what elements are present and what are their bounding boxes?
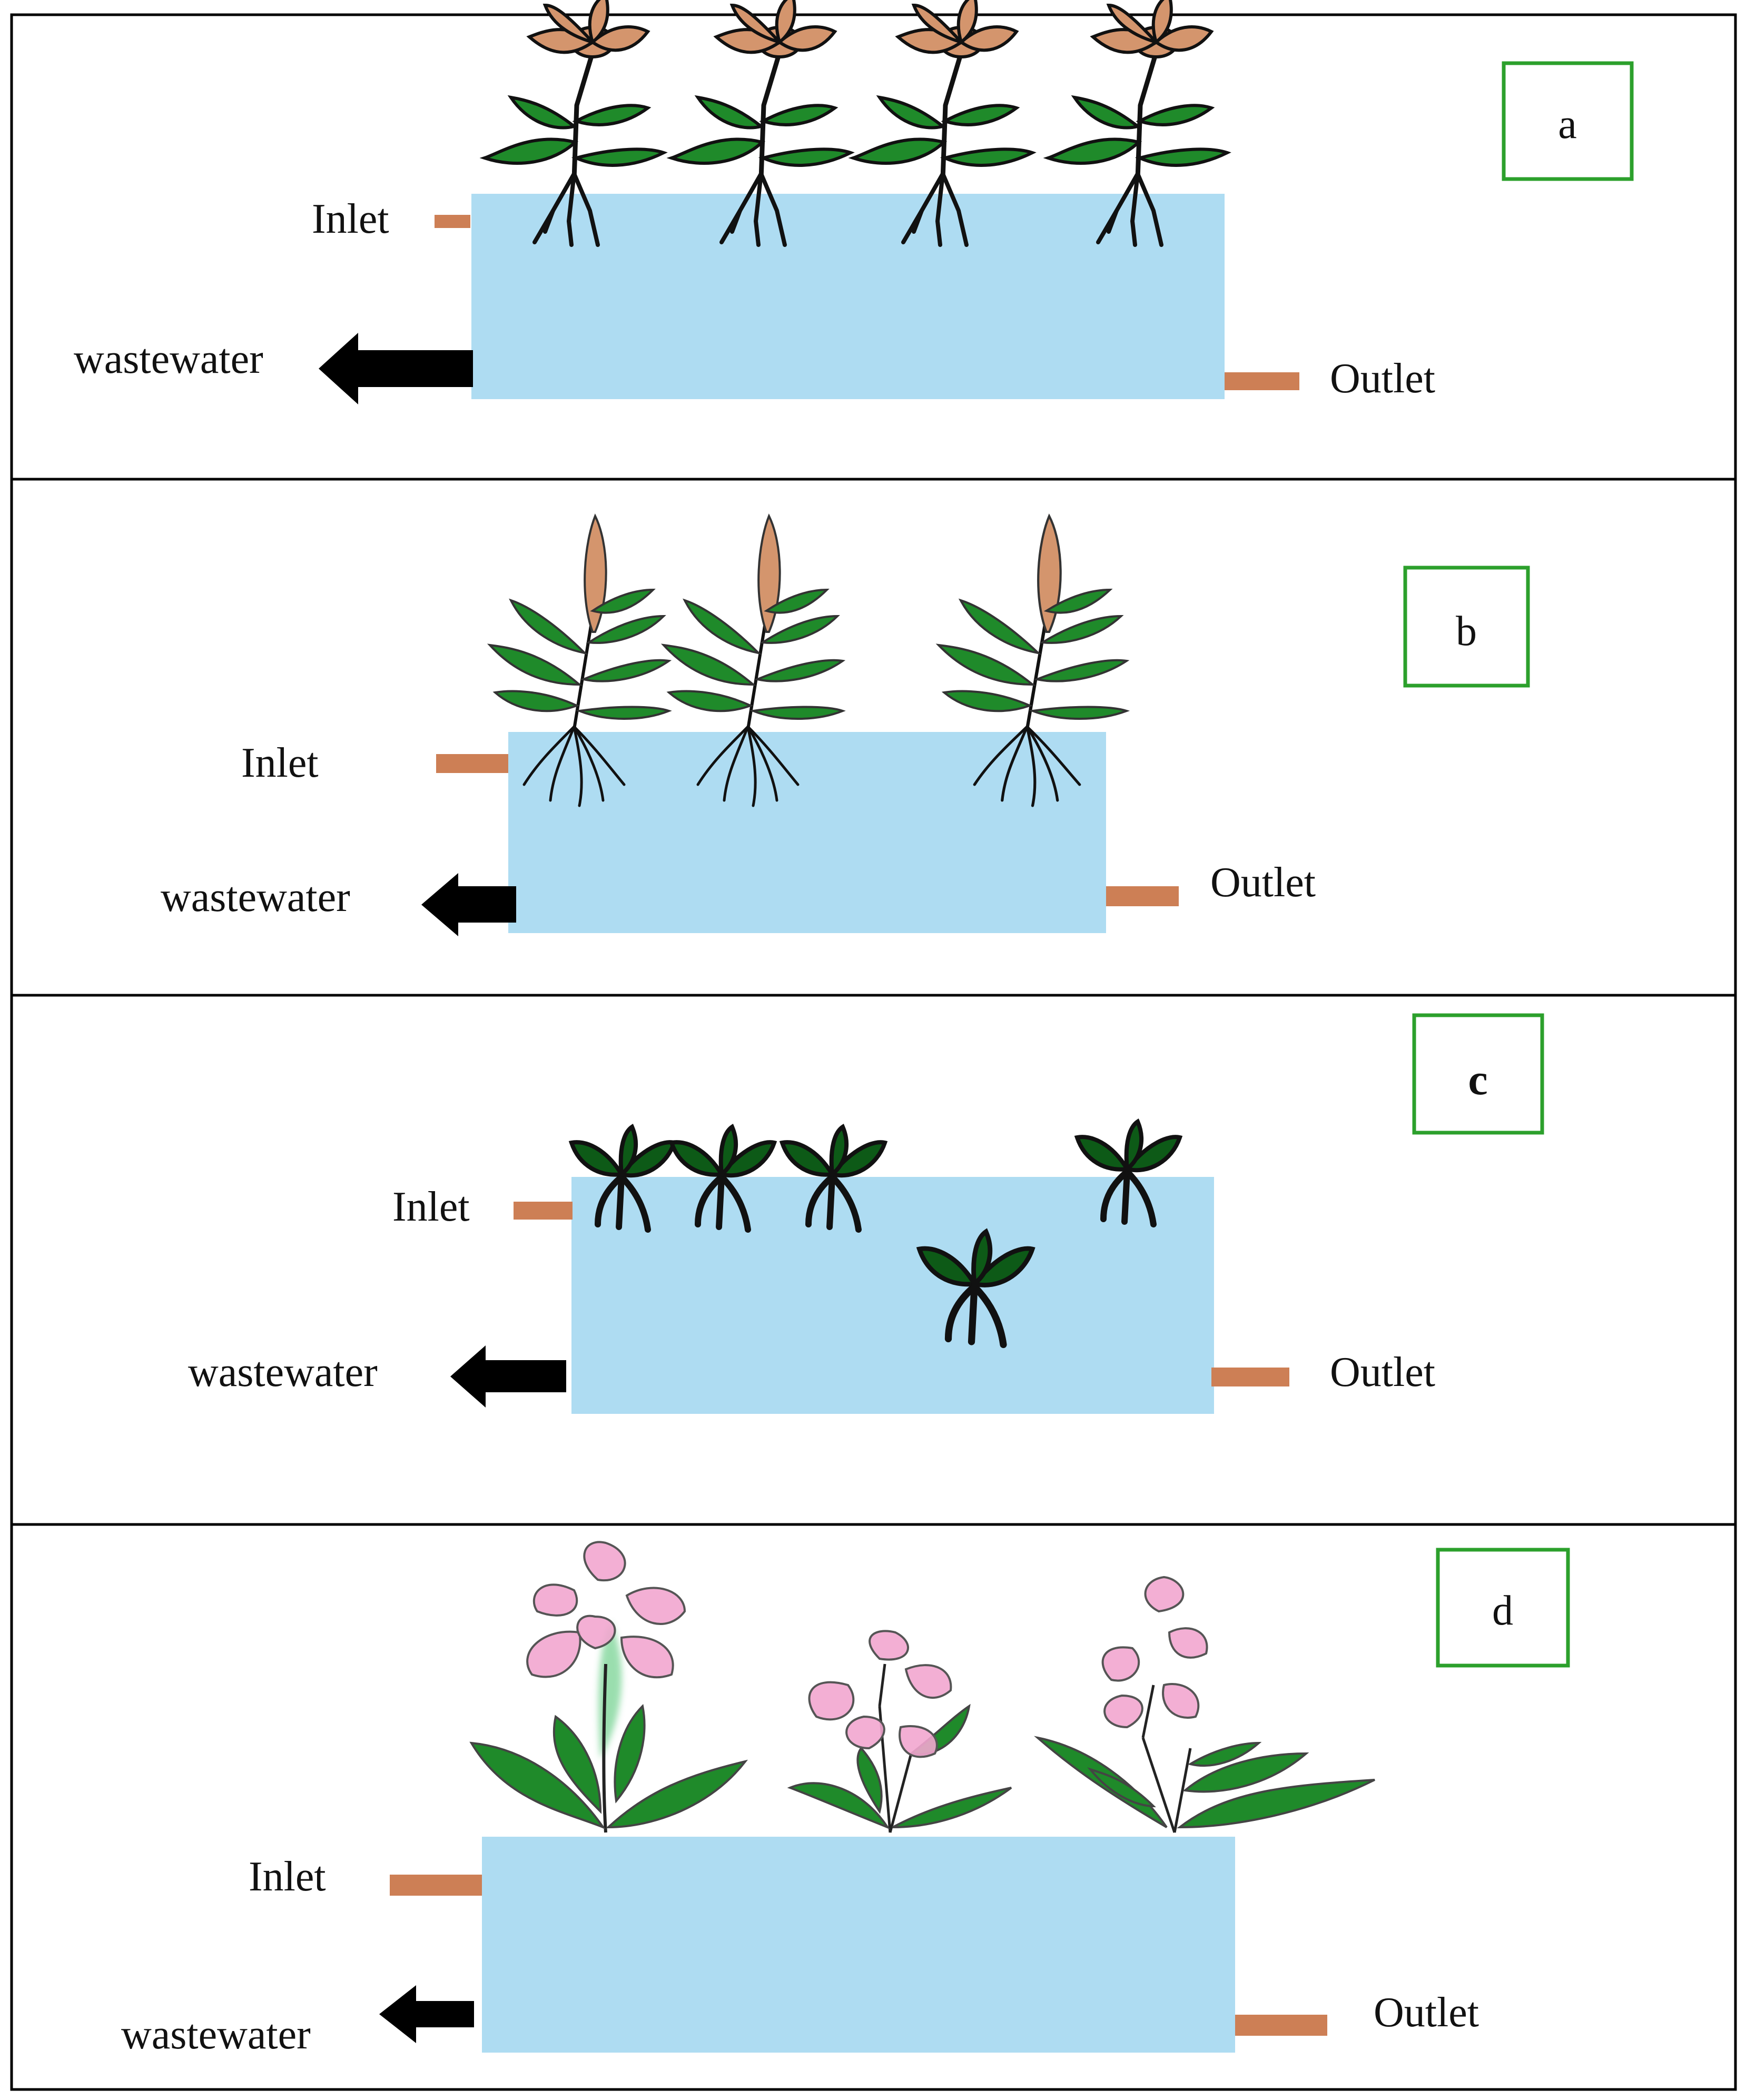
panel-label-box (1403, 566, 1530, 688)
outlet-pipe (1235, 2015, 1327, 2036)
inlet-pipe (435, 215, 470, 228)
wastewater-label: wastewater (161, 874, 350, 920)
pink-flower-plant (471, 1542, 745, 1832)
wastewater-arrow (379, 1985, 474, 2043)
panel-label-box (1502, 61, 1634, 181)
wastewater-arrow (450, 1345, 566, 1408)
panel-a: Inlet wastewater Outlet a (74, 0, 1634, 404)
outlet-label: Outlet (1330, 355, 1435, 402)
outer-frame (10, 13, 1737, 2091)
panel-b: Inlet wastewater Outlet b (161, 516, 1530, 936)
panel-d: Inlet wastewater Outlet d (121, 1542, 1570, 2058)
panel-label: c (1468, 1055, 1487, 1104)
inlet-pipe (436, 754, 508, 773)
outlet-pipe (1106, 886, 1179, 906)
pink-flower-plant (1038, 1577, 1375, 1832)
water-tank (471, 194, 1225, 399)
inlet-pipe (390, 1875, 482, 1896)
inlet-label: Inlet (392, 1184, 470, 1230)
water-tank (508, 732, 1106, 933)
pink-flower-plant (790, 1631, 1011, 1832)
wastewater-label: wastewater (121, 2012, 311, 2058)
panel-label: b (1456, 608, 1477, 655)
inlet-label: Inlet (241, 740, 319, 786)
wastewater-arrow (319, 333, 473, 404)
inlet-label: Inlet (312, 196, 389, 242)
outlet-label: Outlet (1374, 1989, 1479, 2036)
panel-label: d (1492, 1588, 1513, 1634)
wastewater-label: wastewater (74, 336, 263, 382)
inlet-label: Inlet (249, 1854, 326, 1900)
water-tank (482, 1837, 1235, 2053)
inlet-pipe (514, 1202, 573, 1220)
water-tank (571, 1177, 1214, 1414)
plant-group (471, 1542, 1375, 1832)
outlet-pipe (1211, 1368, 1289, 1386)
panel-label: a (1558, 101, 1577, 147)
outlet-label: Outlet (1210, 859, 1316, 906)
panel-label-box (1436, 1548, 1570, 1668)
wastewater-arrow (421, 873, 516, 936)
outlet-label: Outlet (1330, 1349, 1435, 1395)
outlet-pipe (1225, 372, 1299, 390)
panel-label-box (1412, 1013, 1544, 1135)
panel-c: Inlet wastewater Outlet c (188, 1013, 1544, 1414)
wastewater-label: wastewater (188, 1349, 378, 1395)
